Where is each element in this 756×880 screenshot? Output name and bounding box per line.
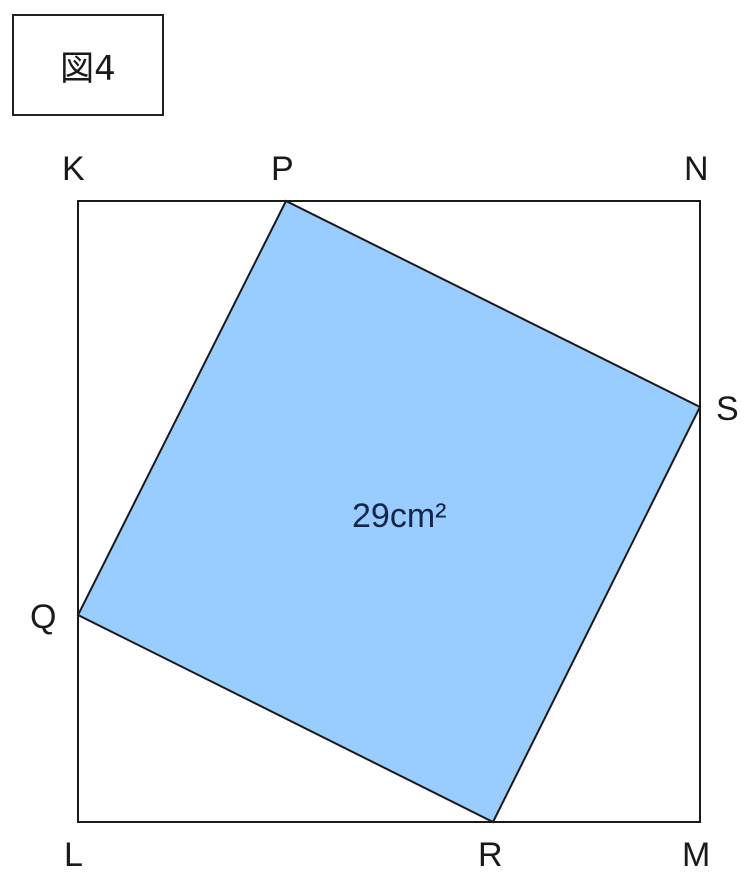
area-label: 29cm² — [352, 497, 446, 535]
label-n: N — [684, 150, 709, 188]
label-p: P — [271, 150, 294, 188]
figure-label: 図4 — [12, 14, 164, 116]
label-q: Q — [30, 598, 56, 636]
label-s: S — [716, 390, 739, 428]
inner-square — [76, 199, 702, 824]
label-l: L — [64, 836, 83, 874]
label-r: R — [478, 836, 503, 874]
label-m: M — [682, 836, 710, 874]
label-k: K — [62, 150, 85, 188]
outer-square — [77, 200, 701, 823]
